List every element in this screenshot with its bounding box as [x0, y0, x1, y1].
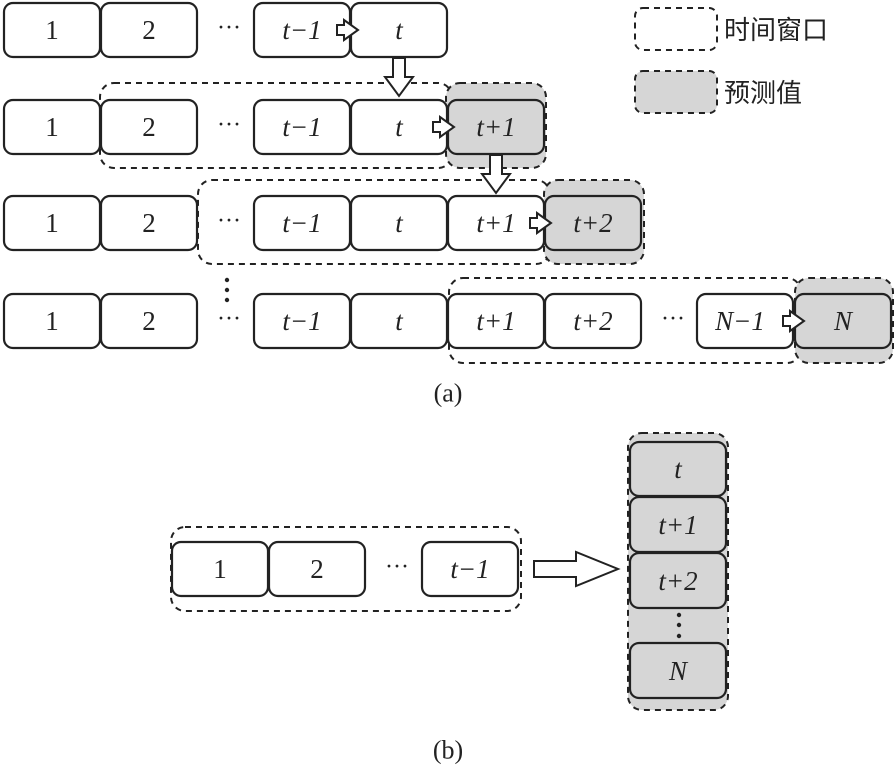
legend-predicted-label: 预测值 [724, 79, 802, 109]
row-2: 1 2 ··· t−1 t t+1 [2, 98, 546, 156]
row-3: 1 2 ··· t−1 t t+1 t+2 [2, 194, 643, 252]
cell-label: 2 [142, 15, 156, 45]
right-arrow-icon [336, 18, 360, 42]
ellipsis: ··· [217, 208, 241, 234]
legend-predicted-swatch [634, 70, 718, 114]
ellipsis: ··· [661, 306, 685, 332]
panel-a-caption: (a) [434, 379, 463, 408]
ellipsis: ··· [217, 306, 241, 332]
vertical-ellipsis [676, 612, 682, 639]
cell-label: 2 [142, 306, 156, 336]
panel-b: 1 2 ··· t−1 t t+1 t+2 N (b) [170, 432, 729, 765]
cell [99, 194, 199, 252]
cell-label: 1 [213, 554, 227, 584]
cell-label: t+2 [573, 208, 612, 238]
cell [543, 292, 643, 350]
cell [99, 98, 199, 156]
cell-label: t+2 [658, 566, 697, 596]
cell-label: t−1 [282, 15, 321, 45]
cell-label: t [674, 454, 683, 484]
cell-label: t−1 [450, 554, 489, 584]
cell-label: t−1 [282, 208, 321, 238]
cell [99, 1, 199, 59]
cell-label: t [395, 208, 404, 238]
ellipsis: ··· [217, 15, 241, 41]
down-arrow-icon [480, 154, 512, 195]
panel-a: 1 2 ··· t−1 t 1 2 ··· t−1 t t+1 1 [2, 1, 894, 408]
down-arrow-icon [383, 57, 415, 98]
cell-label: t+1 [476, 208, 515, 238]
legend-time-window-swatch [634, 7, 718, 51]
right-arrow-icon [432, 115, 456, 139]
cell-label: t−1 [282, 306, 321, 336]
cell-label: t+1 [476, 306, 515, 336]
cell-label: t+1 [476, 112, 515, 142]
cell-label: t [395, 306, 404, 336]
cell-label: t−1 [282, 112, 321, 142]
row-1: 1 2 ··· t−1 t [2, 1, 449, 59]
cell-label: t+2 [573, 306, 612, 336]
output-cell [628, 551, 728, 610]
cell-label: 1 [45, 15, 59, 45]
cell-label: t [395, 15, 404, 45]
cell-label: 2 [142, 208, 156, 238]
cell-label: 1 [45, 112, 59, 142]
right-arrow-icon [529, 211, 553, 235]
cell-label: N [833, 306, 854, 336]
row-4: 1 2 ··· t−1 t t+1 t+2 ··· N−1 N [2, 292, 893, 350]
cell [99, 292, 199, 350]
cell-label: t+1 [658, 510, 697, 540]
cell-label: N−1 [714, 306, 765, 336]
ellipsis: ··· [217, 112, 241, 138]
input-cell [420, 540, 520, 598]
ellipsis: ··· [385, 554, 409, 580]
output-cell [628, 641, 728, 700]
legend: 时间窗口 预测值 [634, 7, 828, 114]
right-arrow-icon [782, 309, 806, 333]
cell-label: 2 [142, 112, 156, 142]
panel-b-caption: (b) [433, 736, 463, 765]
big-right-arrow-icon [533, 550, 621, 588]
vertical-ellipsis [224, 277, 230, 303]
cell-label: 2 [310, 554, 324, 584]
cell-label: 1 [45, 208, 59, 238]
legend-time-window-label: 时间窗口 [724, 16, 828, 46]
cell-label: t [395, 112, 404, 142]
cell-label: 1 [45, 306, 59, 336]
cell-label: N [668, 656, 689, 686]
input-cell [267, 540, 367, 598]
